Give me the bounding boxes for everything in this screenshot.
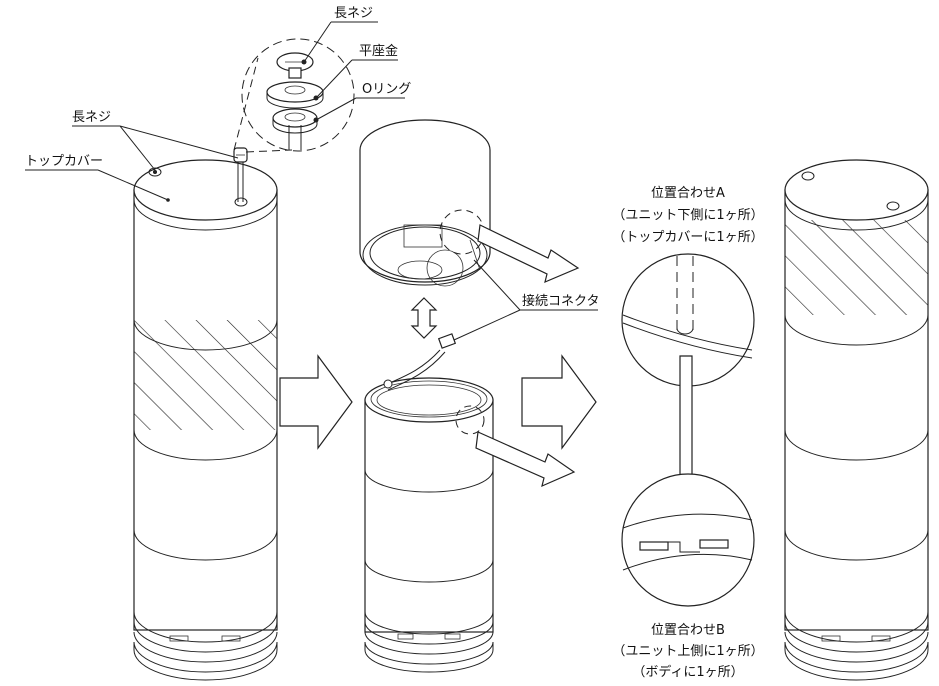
label-long-screw-left: 長ネジ <box>72 110 111 125</box>
label-align-b-title: 位置合わせB <box>651 623 725 638</box>
label-connector: 接続コネクタ <box>522 293 599 309</box>
label-align-b-line1: （ユニット上側に1ヶ所） <box>612 644 763 659</box>
screw-hole-left <box>148 167 162 177</box>
label-o-ring: Oリング <box>362 82 411 97</box>
hatched-unit-left <box>134 320 277 430</box>
tower-left <box>133 147 278 681</box>
connect-double-arrow <box>410 297 438 339</box>
screw-detail-callout <box>233 38 355 153</box>
label-flat-washer: 平座金 <box>359 43 398 59</box>
label-align-a-title: 位置合わせA <box>651 186 725 201</box>
hatched-unit-right <box>785 220 928 315</box>
tower-middle <box>359 119 494 673</box>
label-long-screw-top: 長ネジ <box>334 6 373 21</box>
label-align-a-line2: （トップカバーに1ヶ所） <box>612 230 763 245</box>
label-align-b-line2: （ボディに1ヶ所） <box>632 664 743 680</box>
tower-right <box>784 159 929 681</box>
pointer-arrows <box>475 224 580 488</box>
process-arrow-2 <box>521 354 597 450</box>
process-arrows <box>279 354 597 450</box>
top-cover-left <box>133 159 278 221</box>
connector-body <box>437 333 457 349</box>
label-align-a-line1: （ユニット下側に1ヶ所） <box>612 208 763 223</box>
detail-a-circle <box>621 253 755 387</box>
process-arrow-1 <box>279 354 353 450</box>
label-top-cover: トップカバー <box>25 154 103 169</box>
leader-lines <box>25 21 598 341</box>
detail-b-circle <box>621 473 755 607</box>
